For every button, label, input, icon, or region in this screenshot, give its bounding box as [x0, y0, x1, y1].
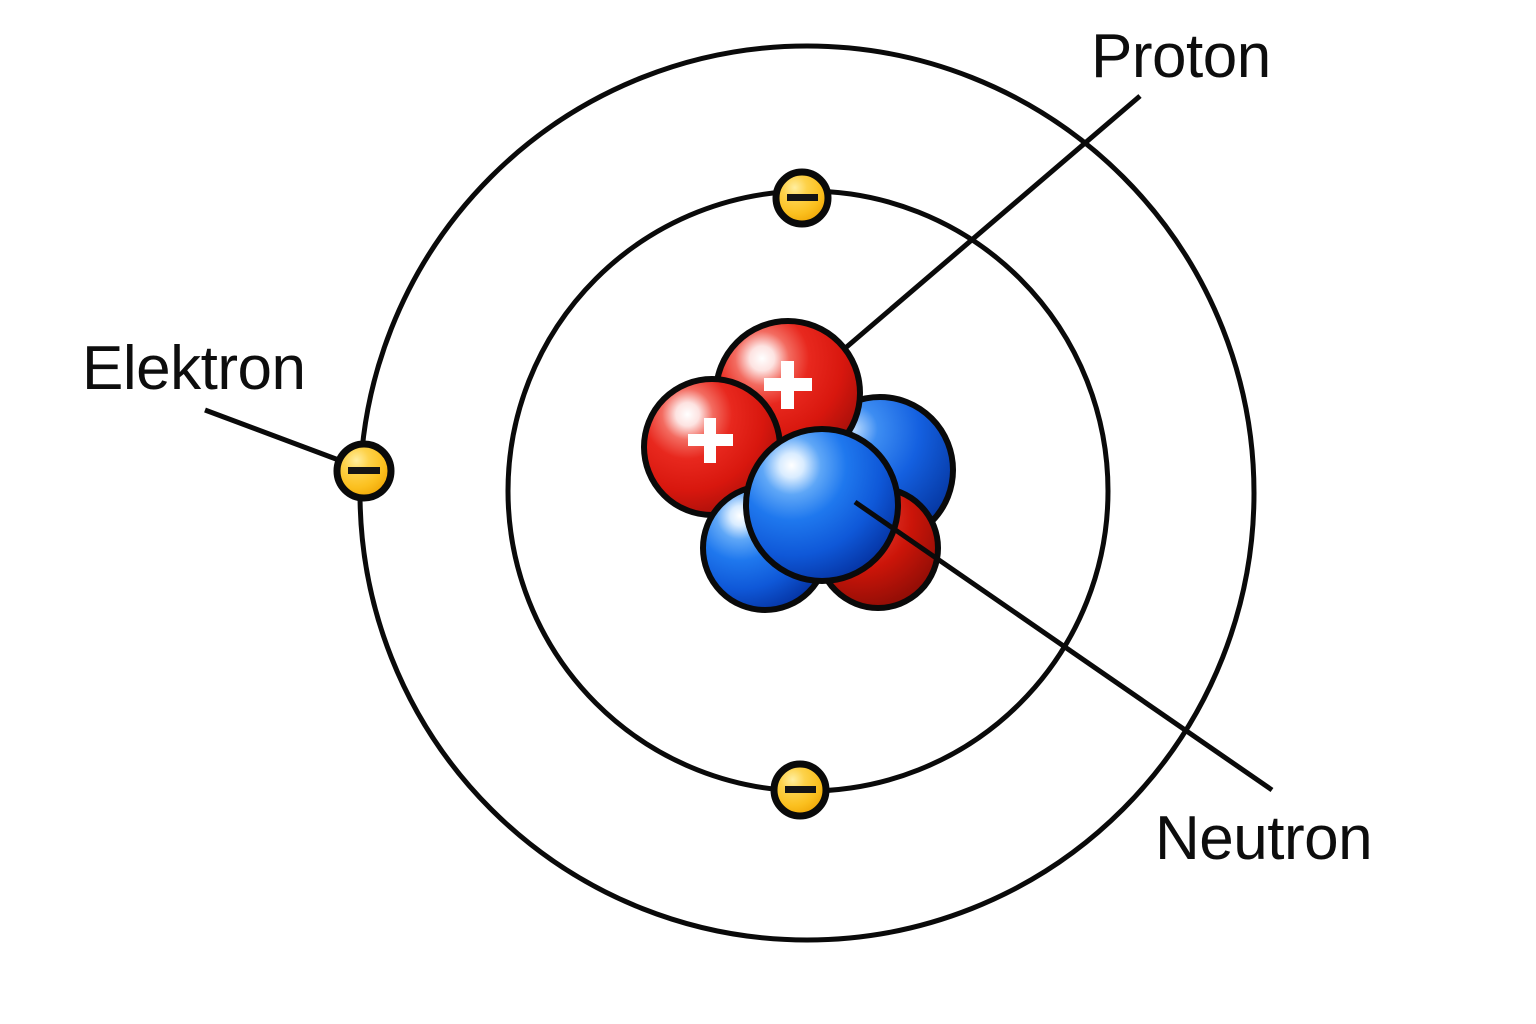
proton-left	[641, 376, 783, 518]
plus-icon	[688, 418, 733, 463]
minus-icon	[348, 467, 380, 474]
elektron-leader-line	[204, 407, 345, 465]
neutron-front-center	[743, 426, 901, 584]
electron-group	[333, 168, 832, 820]
proton-leader-line	[806, 94, 1142, 382]
plus-icon	[764, 361, 812, 409]
electron-top[interactable]	[772, 168, 832, 228]
neutron-leader-line	[853, 499, 1274, 793]
label-proton: Proton	[1091, 22, 1271, 91]
nucleus-group	[641, 318, 956, 613]
minus-icon	[787, 194, 818, 201]
electron-bottom[interactable]	[770, 760, 830, 820]
minus-icon	[785, 786, 816, 793]
label-elektron: Elektron	[82, 334, 305, 403]
electron-left[interactable]	[333, 440, 395, 502]
label-neutron: Neutron	[1155, 804, 1372, 873]
